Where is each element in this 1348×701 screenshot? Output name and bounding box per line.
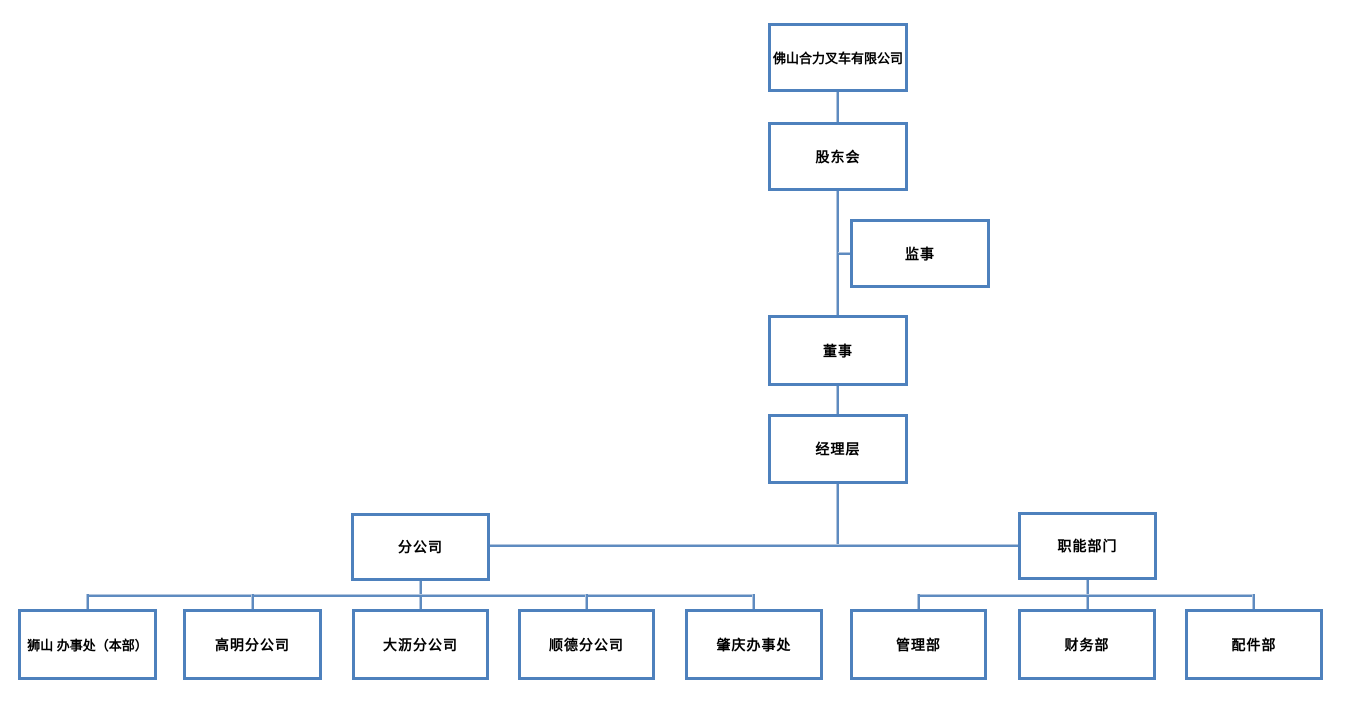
connector-branches-bus — [86, 594, 755, 597]
connector-shareholders-director — [836, 191, 839, 315]
connector-drop-zhaoqing — [752, 594, 755, 609]
org-node-label: 监事 — [905, 245, 935, 262]
org-node-functional: 职能部门 — [1018, 512, 1157, 580]
org-node-management-dept: 管理部 — [850, 609, 987, 680]
org-node-gaoming: 高明分公司 — [183, 609, 322, 680]
org-node-dali: 大沥分公司 — [352, 609, 489, 680]
connector-drop-gaoming — [251, 594, 254, 609]
org-node-label: 大沥分公司 — [383, 636, 458, 653]
org-node-label: 董事 — [823, 342, 853, 359]
org-node-label: 高明分公司 — [215, 636, 290, 653]
org-node-label: 股东会 — [815, 148, 861, 165]
connector-drop-parts-dept — [1252, 594, 1255, 609]
connector-supervisor-stub — [838, 252, 850, 255]
connector-functional-bus — [917, 594, 1255, 597]
org-node-label: 分公司 — [398, 539, 443, 555]
org-node-label: 配件部 — [1231, 636, 1277, 653]
org-node-shishan: 狮山 办事处（本部） — [18, 609, 157, 680]
org-node-label: 狮山 办事处（本部） — [27, 638, 148, 653]
org-node-supervisor: 监事 — [850, 219, 990, 288]
org-node-branches: 分公司 — [351, 513, 490, 581]
connector-management-drop — [836, 484, 839, 546]
org-node-zhaoqing: 肇庆办事处 — [685, 609, 823, 680]
connector-company-shareholders — [836, 92, 839, 122]
org-node-label: 顺德分公司 — [549, 636, 624, 653]
org-node-parts-dept: 配件部 — [1185, 609, 1323, 680]
org-node-management: 经理层 — [768, 414, 908, 484]
org-node-label: 经理层 — [815, 441, 861, 457]
connector-mid-bus — [490, 544, 1018, 547]
org-node-director: 董事 — [768, 315, 908, 386]
connector-director-management — [836, 386, 839, 414]
connector-drop-shishan — [86, 594, 89, 609]
org-node-label: 佛山合力叉车有限公司 — [772, 51, 903, 66]
connector-drop-management-dept — [917, 594, 920, 609]
org-node-label: 财务部 — [1064, 636, 1110, 653]
org-node-label: 肇庆办事处 — [716, 636, 792, 653]
org-node-shareholders: 股东会 — [768, 122, 908, 191]
org-node-shunde: 顺德分公司 — [518, 609, 655, 680]
org-node-company: 佛山合力叉车有限公司 — [768, 23, 908, 92]
org-node-label: 管理部 — [896, 636, 941, 653]
connector-drop-shunde — [585, 594, 588, 609]
org-node-finance-dept: 财务部 — [1018, 609, 1156, 680]
org-node-label: 职能部门 — [1057, 538, 1118, 554]
